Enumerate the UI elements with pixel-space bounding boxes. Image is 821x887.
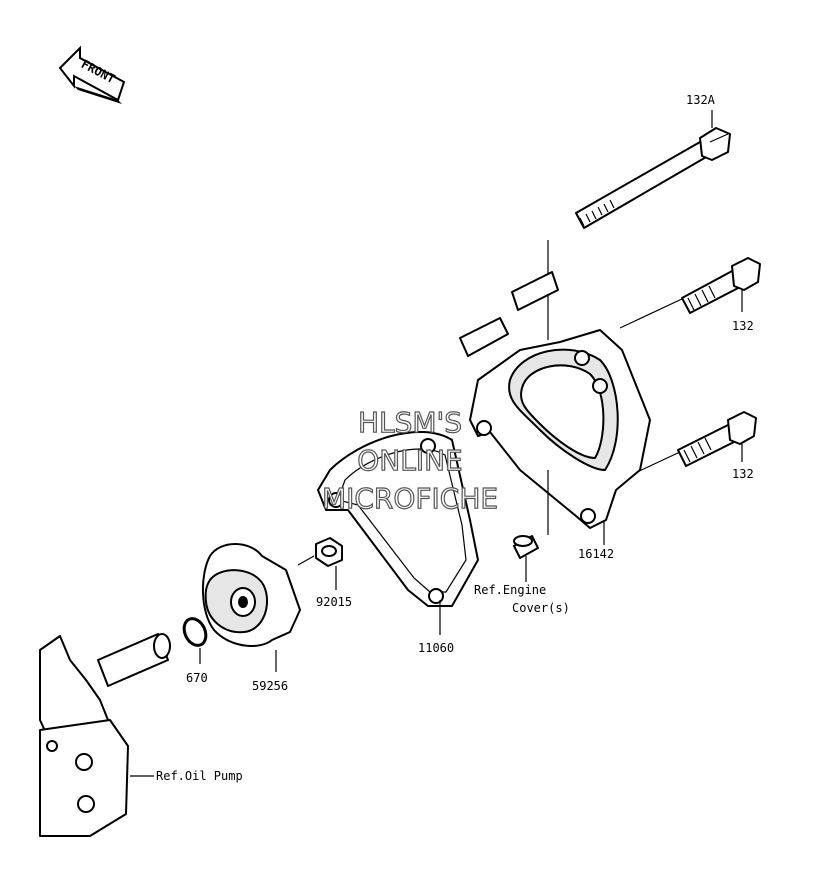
label-670[interactable]: 670 bbox=[186, 671, 208, 685]
label-92015[interactable]: 92015 bbox=[316, 595, 352, 609]
bolt-upper bbox=[619, 257, 761, 329]
watermark-line-1: HLSM'S bbox=[358, 406, 462, 439]
gasket bbox=[317, 431, 479, 635]
label-132-lower[interactable]: 132 bbox=[732, 467, 754, 481]
pump-cover bbox=[459, 271, 651, 545]
bolt-long bbox=[547, 110, 731, 340]
label-engine-ref-2[interactable]: Cover(s) bbox=[512, 601, 570, 615]
front-arrow-icon: FRONT bbox=[58, 45, 126, 104]
label-11060[interactable]: 11060 bbox=[418, 641, 454, 655]
watermark-line-2: ONLINE bbox=[357, 444, 462, 477]
label-engine-ref-1[interactable]: Ref.Engine bbox=[474, 583, 546, 597]
dowel-pin bbox=[513, 535, 539, 582]
o-ring bbox=[182, 617, 208, 664]
watermark-line-3: MICROFICHE bbox=[322, 482, 498, 515]
washer bbox=[297, 537, 343, 590]
label-59256[interactable]: 59256 bbox=[252, 679, 288, 693]
bolt-lower bbox=[619, 411, 757, 481]
label-132-upper[interactable]: 132 bbox=[732, 319, 754, 333]
label-132a[interactable]: 132A bbox=[686, 93, 716, 107]
oil-pump-ref bbox=[39, 633, 171, 837]
label-oil-pump-ref[interactable]: Ref.Oil Pump bbox=[156, 769, 243, 783]
label-16142[interactable]: 16142 bbox=[578, 547, 614, 561]
impeller bbox=[202, 543, 301, 672]
